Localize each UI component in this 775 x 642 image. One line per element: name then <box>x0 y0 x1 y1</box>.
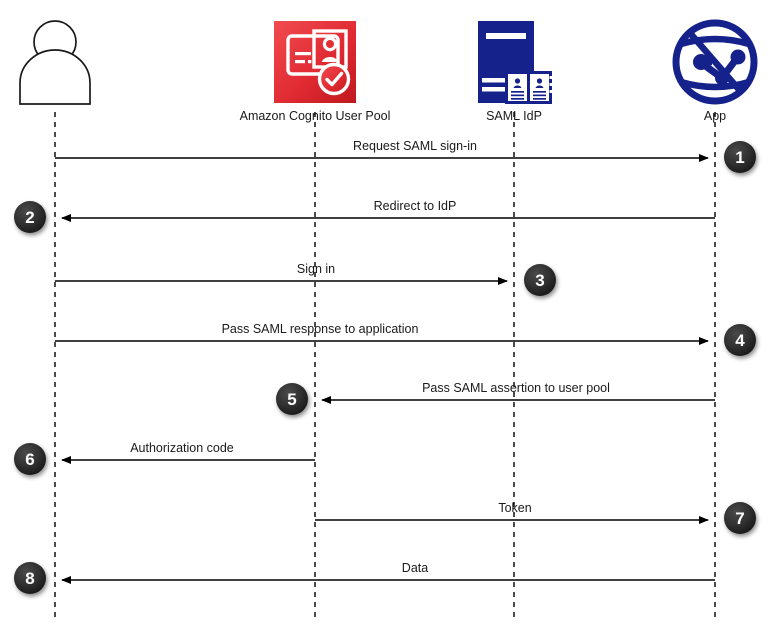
step-badge-circle-1 <box>724 141 756 173</box>
message-step-2: Redirect to IdP 2 <box>14 199 715 233</box>
message-label-4: Pass SAML response to application <box>222 322 419 336</box>
step-badge-number-3: 3 <box>535 271 544 290</box>
step-badge-5: 5 <box>276 383 308 415</box>
step-badge-2: 2 <box>14 201 46 233</box>
message-label-3: Sign in <box>297 262 335 276</box>
message-label-1: Request SAML sign-in <box>353 139 477 153</box>
message-step-8: Data 8 <box>14 561 715 594</box>
message-step-3: Sign in 3 <box>55 262 556 296</box>
step-badge-8: 8 <box>14 562 46 594</box>
step-badge-circle-7 <box>724 502 756 534</box>
step-badge-circle-8 <box>14 562 46 594</box>
participant-app[interactable]: App <box>672 19 758 123</box>
step-badge-number-1: 1 <box>735 148 744 167</box>
step-badge-number-4: 4 <box>735 331 745 350</box>
step-badge-number-6: 6 <box>25 450 34 469</box>
step-badge-circle-2 <box>14 201 46 233</box>
participant-label-app: App <box>704 109 726 123</box>
step-badge-3: 3 <box>524 264 556 296</box>
message-label-5: Pass SAML assertion to user pool <box>422 381 610 395</box>
step-badge-number-7: 7 <box>735 509 744 528</box>
app-globe-icon <box>672 19 758 105</box>
step-badge-7: 7 <box>724 502 756 534</box>
message-label-6: Authorization code <box>130 441 234 455</box>
message-step-5: Pass SAML assertion to user pool 5 <box>276 381 715 415</box>
participant-label-idp: SAML IdP <box>486 109 542 123</box>
step-badge-circle-6 <box>14 443 46 475</box>
step-badge-circle-5 <box>276 383 308 415</box>
user-actor-icon <box>19 20 91 105</box>
step-badge-1: 1 <box>724 141 756 173</box>
participant-label-cognito: Amazon Cognito User Pool <box>240 109 391 123</box>
message-step-7: Token 7 <box>315 501 756 534</box>
step-badge-number-2: 2 <box>25 208 34 227</box>
message-step-6: Authorization code 6 <box>14 441 315 475</box>
message-step-1: Request SAML sign-in 1 <box>55 139 756 173</box>
step-badge-circle-3 <box>524 264 556 296</box>
saml-idp-icon <box>478 21 552 104</box>
participant-idp[interactable]: SAML IdP <box>478 21 552 123</box>
message-label-7: Token <box>498 501 531 515</box>
message-label-8: Data <box>402 561 428 575</box>
step-badge-circle-4 <box>724 324 756 356</box>
step-badge-number-8: 8 <box>25 569 34 588</box>
step-badge-number-5: 5 <box>287 390 296 409</box>
amazon-cognito-user-pool-icon <box>274 21 356 103</box>
step-badge-4: 4 <box>724 324 756 356</box>
participant-user[interactable] <box>19 20 91 105</box>
lifelines-group <box>54 112 716 622</box>
step-badge-6: 6 <box>14 443 46 475</box>
message-step-4: Pass SAML response to application 4 <box>55 322 756 356</box>
message-label-2: Redirect to IdP <box>374 199 457 213</box>
participant-cognito[interactable]: Amazon Cognito User Pool <box>240 21 391 123</box>
saml-idp-address-book <box>505 71 552 104</box>
